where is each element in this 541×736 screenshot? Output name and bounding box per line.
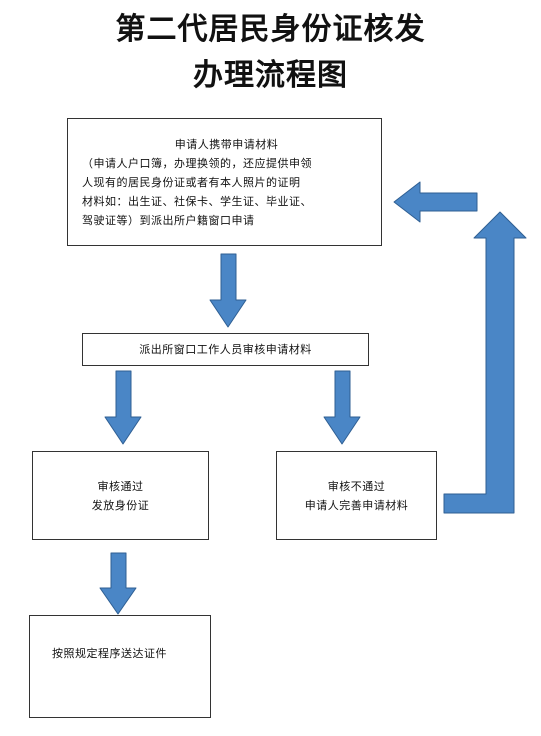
- review-node: 派出所窗口工作人员审核申请材料: [82, 333, 369, 366]
- apply-node-text: 人现有的居民身份证或者有本人照片的证明: [82, 175, 301, 189]
- pass-node-text: 发放身份证: [91, 498, 150, 512]
- fail-node-text: 申请人完善申请材料: [304, 498, 409, 512]
- fail-node: 审核不通过 申请人完善申请材料: [276, 451, 437, 540]
- pass-node-text: 审核通过: [97, 479, 144, 493]
- apply-node-text: 驾驶证等）到派出所户籍窗口申请: [82, 213, 255, 227]
- arrow-review-to-pass: [104, 370, 142, 445]
- arrow-fail-loop-up: [443, 211, 527, 514]
- apply-node: 申请人携带申请材料 （申请人户口簿，办理换领的，还应提供申领 人现有的居民身份证…: [67, 118, 382, 246]
- diagram-title-line-1: 第二代居民身份证核发: [115, 12, 426, 47]
- pass-node: 审核通过 发放身份证: [32, 451, 209, 540]
- fail-node-text: 审核不通过: [327, 479, 386, 493]
- arrow-apply-to-review: [209, 253, 247, 328]
- diagram-title-line-2: 办理流程图: [193, 58, 348, 93]
- apply-node-text: 材料如：出生证、社保卡、学生证、毕业证、: [82, 194, 312, 208]
- arrow-review-to-fail: [323, 370, 361, 445]
- deliver-node: 按照规定程序送达证件: [29, 615, 211, 718]
- review-node-text: 派出所窗口工作人员审核申请材料: [139, 343, 312, 356]
- arrow-loop-to-apply: [393, 181, 478, 223]
- arrow-pass-to-deliver: [99, 552, 137, 615]
- apply-node-text: （申请人户口簿，办理换领的，还应提供申领: [82, 156, 312, 170]
- apply-node-text: 申请人携带申请材料: [174, 137, 279, 151]
- deliver-node-text: 按照规定程序送达证件: [52, 647, 167, 660]
